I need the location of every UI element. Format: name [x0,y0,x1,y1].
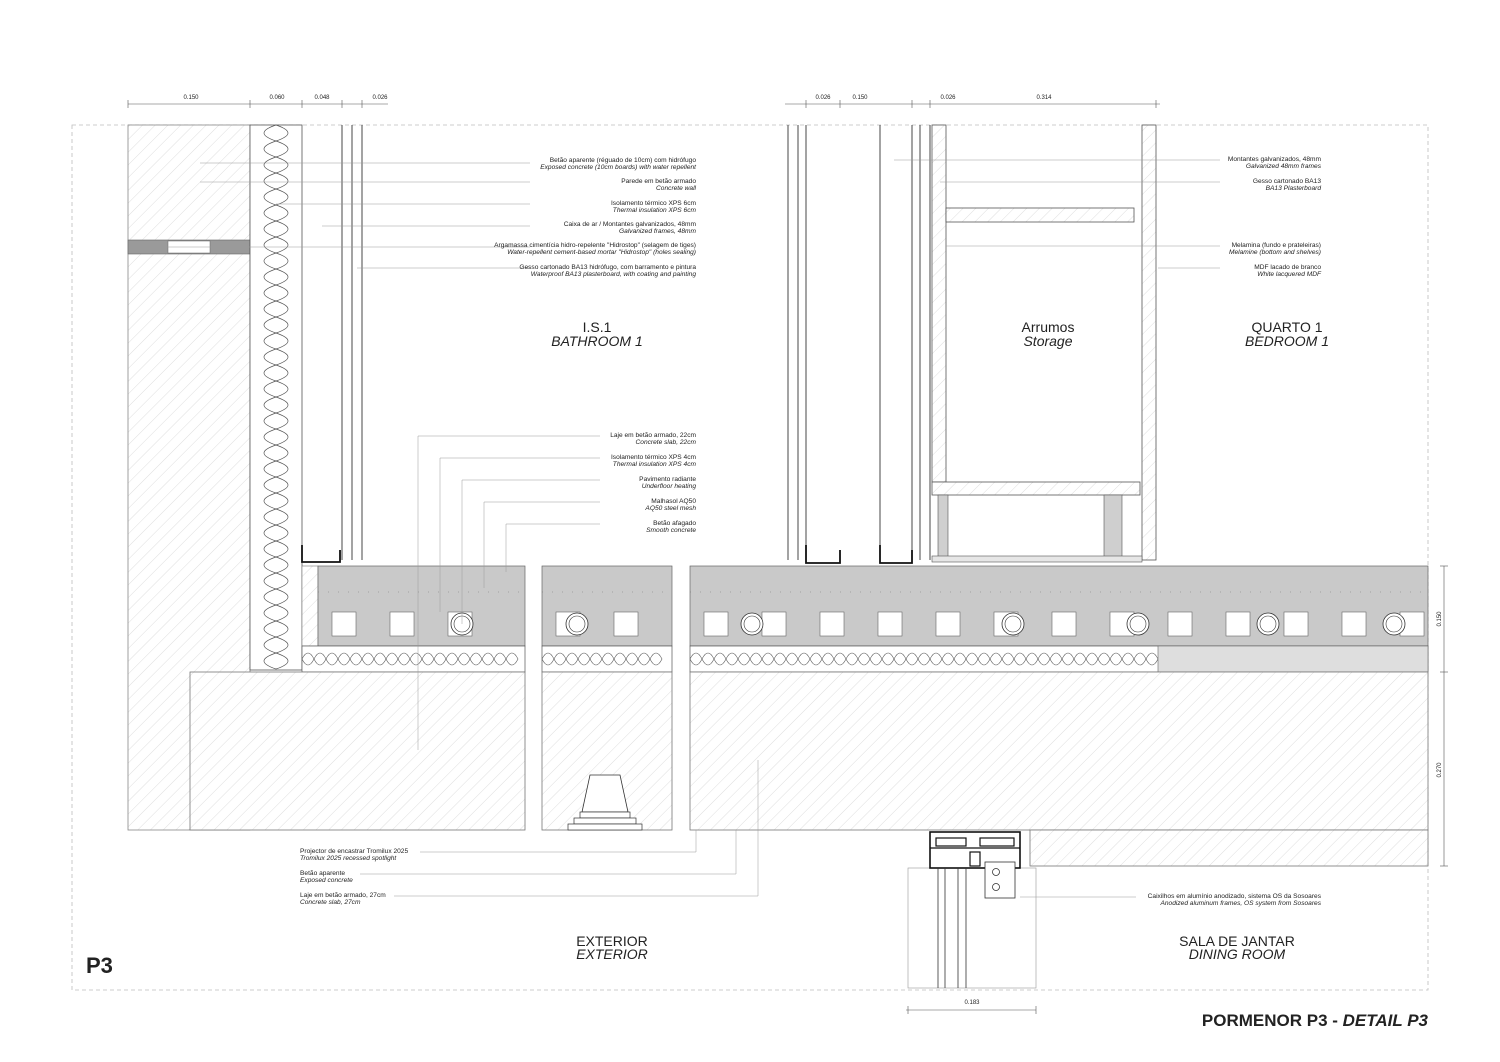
room-names: I.S.1 BATHROOM 1 Arrumos Storage QUARTO … [551,319,1329,962]
label-hidrostop-en: Water-repellent cement-based mortar "Hid… [507,249,696,256]
room-name-en: BEDROOM 1 [1245,333,1329,349]
label-exposed-en: Exposed concrete [300,877,353,884]
label-melamine: Melamina (fundo e prateleiras) [1232,242,1321,249]
room-name: QUARTO 1 [1251,319,1322,335]
label-plasterboard: Gesso cartonado BA13 [1253,178,1322,185]
label-exposed-concrete: Betão aparente (réguado de 10cm) com hid… [550,157,697,164]
label-xps-4cm-en: Thermal insulation XPS 4cm [613,461,697,468]
dim-label: 0.150 [183,95,199,101]
label-frames-48-en: Galvanized 48mm frames [1246,163,1322,170]
label-underfloor: Pavimento radiante [639,476,696,483]
dim-label: 0.048 [314,95,330,101]
label-concrete-wall-en: Concrete wall [656,185,696,192]
label-plasterboard-wp: Gesso cartonado BA13 hidrófugo, com barr… [519,264,696,271]
label-xps-4cm: Isolamento térmico XPS 4cm [611,454,697,461]
label-frames-48: Montantes galvanizados, 48mm [1228,156,1322,163]
label-window-en: Anodized aluminum frames, OS system from… [1159,900,1321,907]
annotations: Betão aparente (réguado de 10cm) com hid… [300,156,1322,907]
drawing-title: PORMENOR P3 - DETAIL P3 [1202,1011,1429,1030]
dim-label: 0.183 [964,1000,980,1006]
label-exposed-concrete-en: Exposed concrete (10cm boards) with wate… [540,164,697,171]
dim-label: 0.060 [269,95,285,101]
label-mdf-en: White lacquered MDF [1257,271,1322,278]
room-name-en: Storage [1023,333,1072,349]
dimension-top-left: 0.150 0.060 0.048 0.026 [127,95,388,108]
dimension-top-right: 0.026 0.150 0.026 0.314 [785,95,1160,108]
label-melamine-en: Melamine (bottom and shelves) [1229,249,1321,256]
label-concrete-wall: Parede em betão armado [621,178,696,185]
label-underfloor-en: Underfloor heating [642,483,697,490]
room-name: I.S.1 [583,319,612,335]
label-air-gap-en: Galvanized frames, 48mm [619,228,696,235]
dim-label: 0.026 [372,95,388,101]
dim-label: 0.314 [1036,95,1052,101]
dim-label: 0.270 [1437,762,1443,778]
leader-lines [148,159,1220,898]
label-air-gap: Caixa de ar / Montantes galvanizados, 48… [564,221,697,228]
window-frame [907,831,1037,989]
label-plasterboard-en: BA13 Plasterboard [1266,185,1322,192]
label-xps-6cm: Isolamento térmico XPS 6cm [611,200,697,207]
label-xps-6cm-en: Thermal insulation XPS 6cm [613,207,697,214]
label-plasterboard-wp-en: Waterproof BA13 plasterboard, with coati… [531,271,697,278]
dimension-right: 0.150 0.270 [1437,565,1448,867]
label-smooth-concrete: Betão afagado [653,520,696,527]
dim-label: 0.150 [852,95,868,101]
label-window: Caixilhos em alumínio anodizado, sistema… [1148,893,1322,900]
mortar-strip [301,565,319,647]
dim-label: 0.026 [940,95,956,101]
label-slab-22: Laje em betão armado, 22cm [610,432,696,439]
room-name: EXTERIOR [576,933,648,949]
recessed-spotlight [567,774,643,831]
label-exposed: Betão aparente [300,870,345,877]
xps-wall-insulation [249,124,303,671]
storage-cabinet [931,124,1157,563]
plasterboard-wall [301,125,363,563]
label-spotlight-en: Tromilux 2025 recessed spotlight [300,855,397,862]
room-name-en: BATHROOM 1 [551,333,643,349]
label-steel-mesh: Malhasol AQ50 [651,498,696,505]
label-slab-27: Laje em betão armado, 27cm [300,892,386,899]
floor-build-up [301,565,1429,673]
concrete-slab [189,671,1429,867]
label-smooth-concrete-en: Smooth concrete [646,527,696,534]
room-name-en: DINING ROOM [1189,946,1286,962]
drawing-frame [71,124,1429,991]
label-steel-mesh-en: AQ50 steel mesh [644,505,696,512]
label-slab-22-en: Concrete slab, 22cm [636,439,697,446]
dim-label: 0.026 [815,95,831,101]
dim-label: 0.150 [1437,611,1443,627]
label-hidrostop: Argamassa cimentícia hidro-repelente "Hi… [494,242,696,249]
room-name: Arrumos [1022,319,1075,335]
label-mdf: MDF lacado de branco [1254,264,1321,271]
room-name: SALA DE JANTAR [1179,933,1295,949]
drawing-title-main: PORMENOR P3 - [1202,1011,1343,1030]
label-spotlight: Projector de encastrar Tromilux 2025 [300,848,408,855]
detail-code: P3 [86,953,113,978]
drawing-title-italic: DETAIL P3 [1343,1011,1429,1030]
room-name-en: EXTERIOR [576,946,648,962]
partition-walls [787,125,931,564]
dimension-bottom: 0.183 [906,1000,1037,1014]
label-slab-27-en: Concrete slab, 27cm [300,899,361,906]
